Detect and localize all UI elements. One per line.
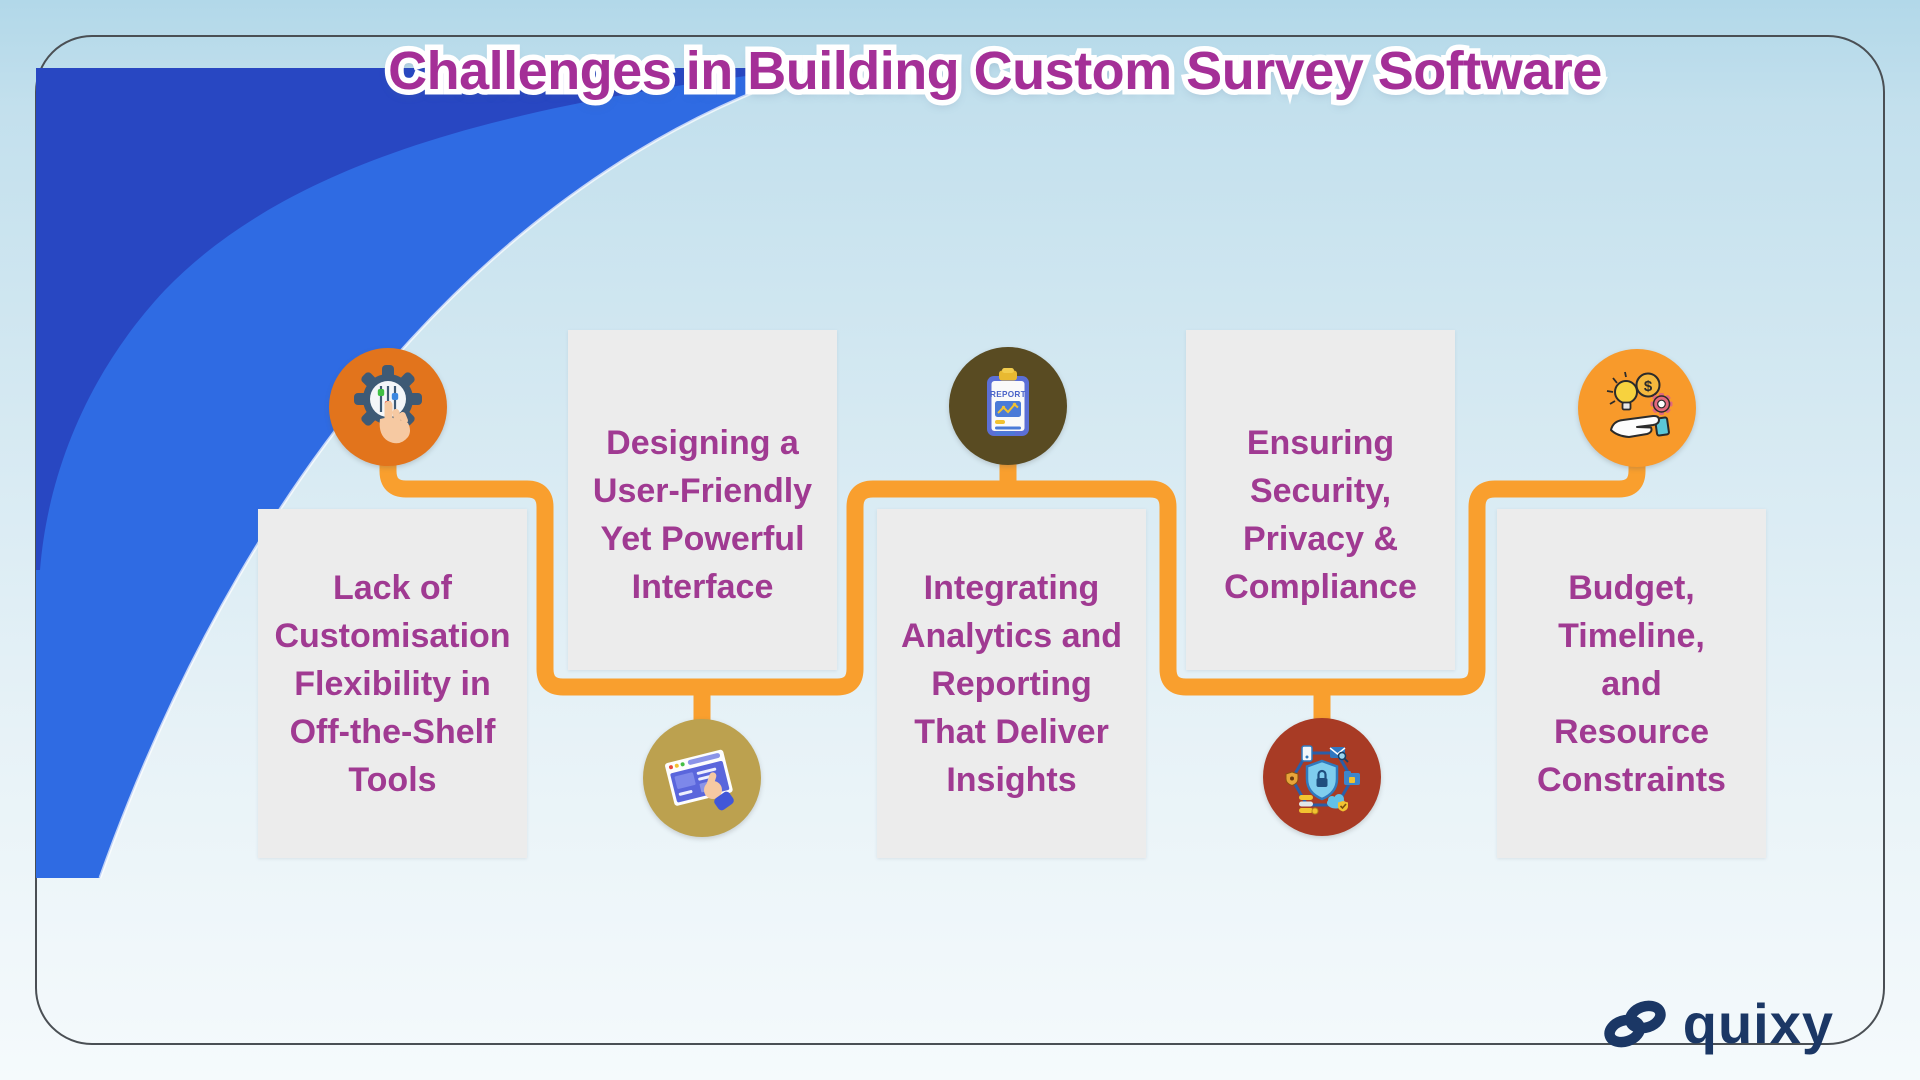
challenge-medallion-2 xyxy=(643,719,761,837)
challenge-box-4: Ensuring Security, Privacy & Compliance xyxy=(1186,330,1455,670)
challenge-box-1: Lack of Customisation Flexibility in Off… xyxy=(258,509,527,858)
quixy-logo-text: quixy xyxy=(1682,992,1834,1055)
challenge-text-5: Budget, Timeline, and Resource Constrain… xyxy=(1537,568,1726,799)
page-title-outline: Challenges in Building Custom Survey Sof… xyxy=(383,36,1608,107)
report-label: REPORT xyxy=(990,390,1026,399)
challenge-text-3: Integrating Analytics and Reporting That… xyxy=(900,568,1123,799)
page-title: Challenges in Building Custom Survey Sof… xyxy=(0,36,1920,110)
page-title-text: Challenges in Building Custom Survey Sof… xyxy=(388,41,1602,101)
challenge-box-5: Budget, Timeline, and Resource Constrain… xyxy=(1497,509,1766,858)
challenge-box-2: Designing a User-Friendly Yet Powerful I… xyxy=(568,330,837,670)
challenge-medallion-1 xyxy=(329,348,447,466)
corner-swoosh-dark xyxy=(36,68,810,570)
dollar-sign: $ xyxy=(1644,378,1653,395)
challenge-medallion-3: REPORT xyxy=(949,347,1067,465)
corner-swoosh-bright xyxy=(36,68,820,878)
settings-sliders-hand-icon xyxy=(354,365,422,444)
quixy-logo: quixy xyxy=(1597,991,1834,1056)
challenge-text-2: Designing a User-Friendly Yet Powerful I… xyxy=(592,424,813,606)
swoosh-edge-highlight xyxy=(98,66,821,879)
challenge-text-1: Lack of Customisation Flexibility in Off… xyxy=(274,568,511,799)
quixy-logo-icon xyxy=(1604,1000,1666,1047)
challenge-text-4: Ensuring Security, Privacy & Compliance xyxy=(1224,424,1417,606)
hand-money-idea-gear-icon: $ xyxy=(1606,371,1673,438)
challenge-medallion-5: $ xyxy=(1578,349,1696,467)
security-shield-network-icon xyxy=(1285,745,1360,815)
browser-click-hand-icon xyxy=(665,749,734,811)
challenge-box-3: Integrating Analytics and Reporting That… xyxy=(877,509,1146,858)
report-clipboard-icon: REPORT xyxy=(987,368,1029,436)
challenge-medallion-4 xyxy=(1263,718,1381,836)
